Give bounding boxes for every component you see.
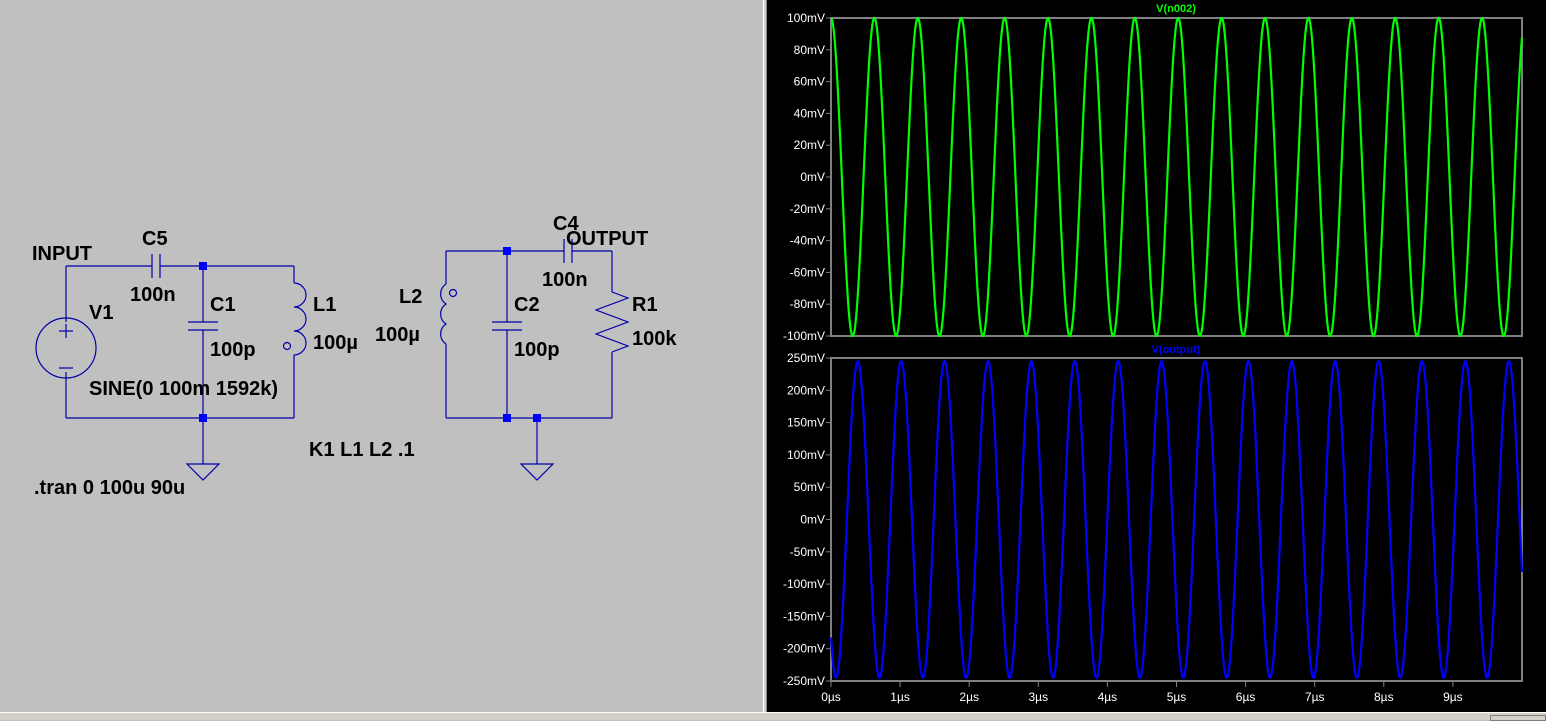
l1-name[interactable]: L1 — [313, 294, 336, 316]
top-ytick-label: 100mV — [787, 11, 825, 25]
bottom-ytick-label: 50mV — [794, 480, 825, 494]
top-ytick-label: 80mV — [794, 43, 825, 57]
net-label-output[interactable]: OUTPUT — [566, 228, 648, 250]
junction-dot — [503, 414, 511, 422]
bottom-ytick-label: 200mV — [787, 383, 825, 397]
xtick-label: 8µs — [1374, 690, 1394, 704]
junction-dot — [503, 247, 511, 255]
v1-voltage-source[interactable] — [35, 317, 97, 379]
xtick-label: 2µs — [959, 690, 979, 704]
bottom-ytick-label: -150mV — [783, 609, 825, 623]
junction-dot — [533, 414, 541, 422]
waveform-canvas: V(n002) 100mV 80mV 60mV 40mV 20mV 0mV -20mV -40… — [783, 3, 1524, 704]
xtick-label: 5µs — [1167, 690, 1187, 704]
schematic-editor[interactable]: INPUT OUTPUT V1 SINE(0 100m 1592k) C5 10… — [0, 0, 763, 712]
xtick-label: 7µs — [1305, 690, 1325, 704]
r1-value[interactable]: 100k — [632, 328, 677, 350]
status-bar-panel — [1490, 715, 1546, 721]
ground-right-icon — [519, 463, 555, 481]
bottom-ytick-label: 0mV — [800, 513, 825, 527]
c4-name[interactable]: C4 — [553, 213, 579, 235]
v1-value[interactable]: SINE(0 100m 1592k) — [89, 378, 278, 400]
r1-resistor[interactable] — [594, 291, 630, 353]
schematic-canvas[interactable]: INPUT OUTPUT V1 SINE(0 100m 1592k) C5 10… — [0, 0, 763, 712]
trace-label-vn002[interactable]: V(n002) — [1156, 3, 1196, 15]
top-ytick-label: -100mV — [783, 329, 825, 343]
bottom-ytick-label: 150mV — [787, 416, 825, 430]
v1-name[interactable]: V1 — [89, 302, 113, 324]
c2-capacitor[interactable] — [492, 321, 522, 331]
trace-label-voutput[interactable]: V(output) — [1152, 344, 1201, 356]
c2-value[interactable]: 100p — [514, 339, 560, 361]
wires-input-side — [65, 265, 295, 464]
l1-value[interactable]: 100µ — [313, 332, 358, 354]
c1-capacitor[interactable] — [188, 321, 218, 331]
bottom-ytick-label: 250mV — [787, 351, 825, 365]
top-ytick-label: 0mV — [800, 170, 825, 184]
l2-name[interactable]: L2 — [399, 286, 422, 308]
c2-name[interactable]: C2 — [514, 294, 540, 316]
top-ytick-label: -60mV — [790, 265, 825, 279]
top-ytick-label: 40mV — [794, 106, 825, 120]
junction-dot — [199, 262, 207, 270]
top-ytick-label: -20mV — [790, 202, 825, 216]
l2-inductor[interactable] — [440, 283, 458, 345]
top-ytick-label: -40mV — [790, 234, 825, 248]
ground-left-icon — [185, 463, 221, 481]
c4-value[interactable]: 100n — [542, 269, 588, 291]
coupling-directive[interactable]: K1 L1 L2 .1 — [309, 439, 415, 461]
bottom-ytick-label: -200mV — [783, 642, 825, 656]
r1-name[interactable]: R1 — [632, 294, 658, 316]
top-y-axis: 100mV 80mV 60mV 40mV 20mV 0mV -20mV -40mV -60mV -… — [783, 11, 831, 343]
c1-name[interactable]: C1 — [210, 294, 236, 316]
l1-inductor[interactable] — [282, 282, 307, 356]
trace-vn002[interactable] — [830, 16, 1524, 338]
xtick-label: 9µs — [1443, 690, 1463, 704]
xtick-label: 6µs — [1236, 690, 1256, 704]
trace-voutput[interactable] — [829, 359, 1524, 680]
bottom-ytick-label: -50mV — [790, 545, 825, 559]
bottom-y-axis: 250mV 200mV 150mV 100mV 50mV 0mV -50mV -100mV -1… — [783, 351, 831, 688]
top-ytick-label: 20mV — [794, 138, 825, 152]
waveform-viewer[interactable]: V(n002) 100mV 80mV 60mV 40mV 20mV 0mV -20mV -40… — [767, 0, 1546, 712]
top-ytick-label: 60mV — [794, 75, 825, 89]
bottom-ytick-label: -100mV — [783, 577, 825, 591]
pane-top[interactable]: V(n002) 100mV 80mV 60mV 40mV 20mV 0mV -20mV -40… — [783, 3, 1524, 343]
c5-capacitor[interactable] — [151, 254, 161, 278]
xtick-label: 1µs — [890, 690, 910, 704]
l2-value[interactable]: 100µ — [375, 324, 420, 346]
pane-splitter[interactable] — [763, 0, 767, 712]
c5-value[interactable]: 100n — [130, 284, 176, 306]
wires-output-side — [445, 250, 613, 464]
bottom-ytick-label: -250mV — [783, 674, 825, 688]
status-bar — [0, 712, 1546, 721]
bottom-ytick-label: 100mV — [787, 448, 825, 462]
c1-value[interactable]: 100p — [210, 339, 256, 361]
xtick-label: 3µs — [1029, 690, 1049, 704]
net-label-input[interactable]: INPUT — [32, 243, 92, 265]
tran-directive[interactable]: .tran 0 100u 90u — [34, 477, 185, 499]
pane-bottom[interactable]: V(output) 250mV 200mV 150mV 100mV 50mV 0mV -50… — [783, 344, 1524, 704]
c4-capacitor[interactable] — [563, 239, 573, 263]
c5-name[interactable]: C5 — [142, 228, 168, 250]
top-ytick-label: -80mV — [790, 297, 825, 311]
xtick-label: 0µs — [821, 690, 841, 704]
junction-dot — [199, 414, 207, 422]
xtick-label: 4µs — [1098, 690, 1118, 704]
time-axis: 0µs 1µs 2µs 3µs 4µs 5µs 6µs 7µs 8µs 9µs — [821, 681, 1463, 704]
